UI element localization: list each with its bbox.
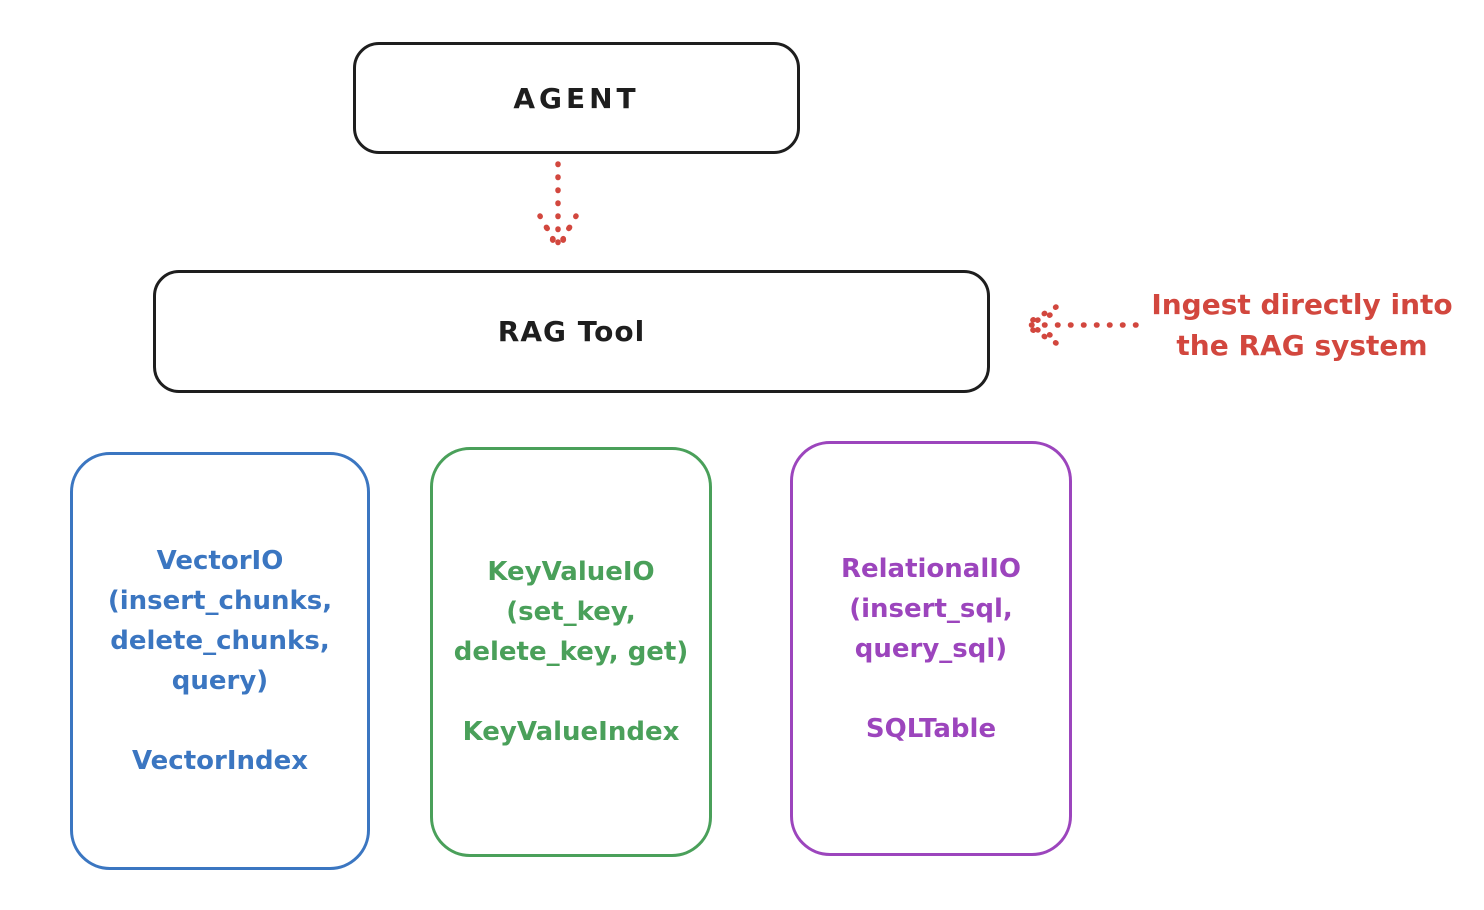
arrowhead-inner xyxy=(544,225,572,254)
vector-io-line: (insert_chunks, xyxy=(107,586,333,616)
agent-label: AGENT xyxy=(513,81,640,115)
vector-io-line: delete_chunks, xyxy=(110,626,330,656)
sql-table-label: SQLTable xyxy=(865,713,997,744)
rag-tool-label: RAG Tool xyxy=(497,315,646,348)
key-value-io-node: KeyValueIO (set_key, delete_key, get) Ke… xyxy=(430,447,712,857)
annotation-line-1: Ingest directly into xyxy=(1151,288,1453,321)
key-value-io-line: KeyValueIO xyxy=(487,557,655,587)
ingest-annotation: Ingest directly into the RAG system xyxy=(1130,284,1474,366)
vector-io-line: VectorIO xyxy=(156,546,284,576)
agent-node: AGENT xyxy=(353,42,800,154)
arrowhead-inner xyxy=(1023,312,1053,338)
relational-io-node: RelationalIO (insert_sql, query_sql) SQL… xyxy=(790,441,1072,856)
relational-io-line: (insert_sql, xyxy=(849,593,1013,624)
relational-io-line: query_sql) xyxy=(854,633,1008,664)
arrow-ingest-into-rag xyxy=(1021,304,1139,346)
annotation-line-2: the RAG system xyxy=(1176,329,1428,362)
vector-index-label: VectorIndex xyxy=(131,746,309,776)
key-value-io-line: delete_key, get) xyxy=(453,637,689,667)
arrow-agent-to-rag-tool xyxy=(537,161,579,254)
vector-io-line: query) xyxy=(171,666,269,696)
relational-io-line: RelationalIO xyxy=(840,553,1022,584)
key-value-io-line: (set_key, xyxy=(506,597,636,627)
rag-tool-node: RAG Tool xyxy=(153,270,990,393)
key-value-index-label: KeyValueIndex xyxy=(462,717,680,747)
vector-io-node: VectorIO (insert_chunks, delete_chunks, … xyxy=(70,452,370,870)
